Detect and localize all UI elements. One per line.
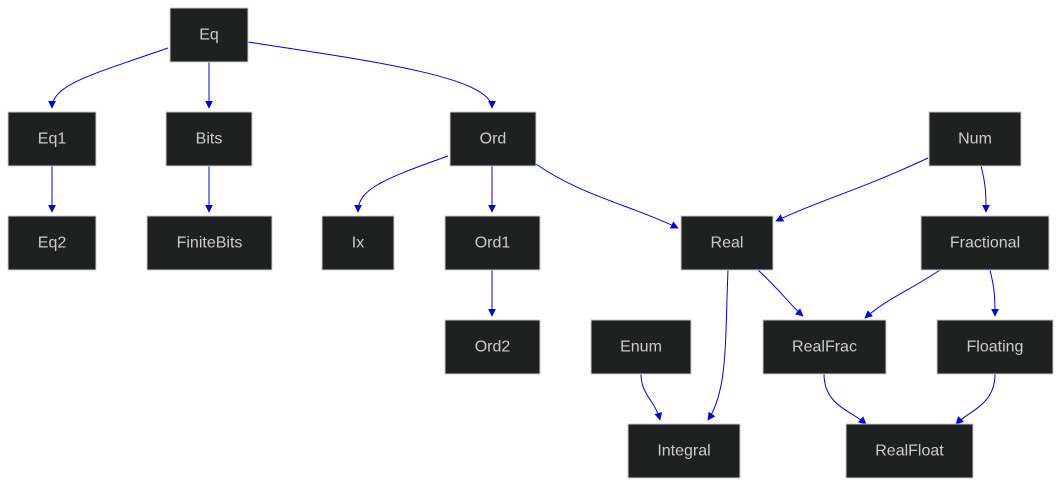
node-ord2: Ord2 bbox=[444, 319, 541, 375]
node-label: Eq1 bbox=[38, 131, 67, 148]
node-eq: Eq bbox=[169, 7, 249, 63]
node-realfloat: RealFloat bbox=[845, 423, 974, 479]
edge-floating-to-realfloat bbox=[955, 373, 996, 425]
node-box bbox=[936, 319, 1054, 375]
edge-eq-to-eq1 bbox=[48, 47, 169, 109]
edge-num-to-real bbox=[775, 157, 929, 222]
node-ord: Ord bbox=[449, 111, 537, 167]
node-box bbox=[762, 319, 887, 375]
node-fractional: Fractional bbox=[920, 215, 1050, 271]
node-box bbox=[444, 215, 541, 271]
node-label: Ord2 bbox=[475, 339, 511, 356]
node-box bbox=[627, 423, 741, 479]
node-box bbox=[169, 7, 249, 63]
node-label: RealFloat bbox=[875, 443, 944, 460]
edge-enum-to-integral bbox=[640, 373, 663, 421]
node-label: Enum bbox=[620, 339, 662, 356]
node-box bbox=[444, 319, 541, 375]
node-ix: Ix bbox=[321, 215, 395, 271]
node-label: Ord1 bbox=[475, 235, 511, 252]
edge-fractional-to-realfrac bbox=[864, 269, 941, 319]
node-floating: Floating bbox=[936, 319, 1054, 375]
node-label: Integral bbox=[657, 443, 710, 460]
edges-layer bbox=[48, 41, 999, 425]
node-box bbox=[449, 111, 537, 167]
edge-ord-to-real bbox=[535, 163, 679, 229]
node-eq1: Eq1 bbox=[7, 111, 97, 167]
node-box bbox=[7, 215, 97, 271]
edge-real-to-integral bbox=[707, 269, 729, 421]
node-box bbox=[321, 215, 395, 271]
node-label: Eq2 bbox=[38, 235, 67, 252]
node-label: FiniteBits bbox=[177, 235, 243, 252]
node-eq2: Eq2 bbox=[7, 215, 97, 271]
node-label: Ix bbox=[352, 235, 364, 252]
node-realfrac: RealFrac bbox=[762, 319, 887, 375]
node-box bbox=[146, 215, 273, 271]
node-label: Bits bbox=[196, 131, 223, 148]
node-label: Floating bbox=[967, 339, 1024, 356]
node-box bbox=[7, 111, 97, 167]
edge-fractional-to-floating bbox=[989, 269, 999, 317]
node-label: Eq bbox=[199, 27, 219, 44]
node-box bbox=[590, 319, 692, 375]
edge-eq-to-ord bbox=[247, 41, 496, 109]
node-box bbox=[680, 215, 774, 271]
node-label: Num bbox=[958, 131, 992, 148]
node-label: Real bbox=[711, 235, 744, 252]
edge-num-to-fractional bbox=[980, 165, 990, 213]
node-num: Num bbox=[928, 111, 1022, 167]
node-box bbox=[920, 215, 1050, 271]
node-bits: Bits bbox=[165, 111, 253, 167]
node-box bbox=[165, 111, 253, 167]
node-enum: Enum bbox=[590, 319, 692, 375]
node-label: Ord bbox=[480, 131, 507, 148]
node-real: Real bbox=[680, 215, 774, 271]
node-label: RealFrac bbox=[792, 339, 857, 356]
node-ord1: Ord1 bbox=[444, 215, 541, 271]
node-box bbox=[845, 423, 974, 479]
edge-ord-to-ix bbox=[354, 155, 449, 213]
edge-realfrac-to-realfloat bbox=[823, 373, 867, 425]
node-integral: Integral bbox=[627, 423, 741, 479]
node-box bbox=[928, 111, 1022, 167]
edge-real-to-realfrac bbox=[757, 269, 804, 317]
node-finitebits: FiniteBits bbox=[146, 215, 273, 271]
node-label: Fractional bbox=[950, 235, 1020, 252]
